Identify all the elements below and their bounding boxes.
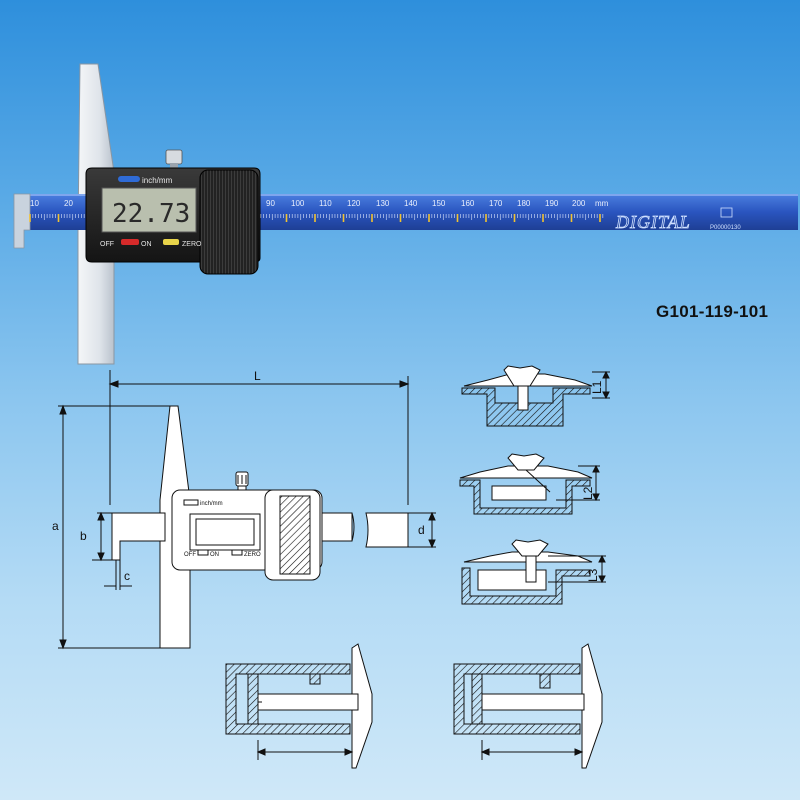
measure-label-l3: L3: [586, 568, 600, 582]
knurled-grip: [199, 169, 259, 275]
dimension-drawing: [58, 370, 436, 650]
scale-label: 150: [432, 199, 446, 208]
measure-example-l1: [461, 365, 610, 427]
zero-label: ZERO: [182, 241, 202, 248]
scale-label: 180: [517, 199, 531, 208]
scale-label: 110: [319, 199, 332, 208]
scale-label: 100: [291, 199, 305, 208]
scale-label: 160: [461, 199, 475, 208]
bore-depth-example-left: [225, 643, 373, 769]
lcd-reading: 22.73: [112, 199, 190, 229]
certification-mark: [720, 207, 733, 218]
dimension-label-d: d: [418, 523, 425, 537]
zero-button: [163, 239, 179, 245]
scale-label: 130: [376, 199, 390, 208]
measure-example-l2: [459, 453, 600, 515]
scale-label: 120: [347, 199, 361, 208]
drawing-zero-label: ZERO: [244, 552, 261, 558]
lcd-display: [101, 187, 197, 233]
dimension-label-b: b: [80, 529, 87, 543]
scale-label: 170: [489, 199, 503, 208]
scale-label: 190: [545, 199, 559, 208]
dimension-label-L: L: [254, 369, 261, 383]
scale-label: 20: [64, 199, 73, 208]
drawing-on-label: ON: [210, 552, 219, 558]
scale-label: 140: [404, 199, 418, 208]
model-code: G101-119-101: [656, 302, 769, 321]
serial-number: P00000130: [710, 225, 741, 231]
scale-label: 10: [30, 199, 39, 208]
scale-label: 90: [266, 199, 275, 208]
scale-label: 200: [572, 199, 586, 208]
off-on-button: [121, 239, 139, 245]
on-label: ON: [141, 241, 152, 248]
scale-unit: mm: [595, 199, 609, 208]
depth-gauge-photo: 10 20 90 100 110 120 130 140 150 160 170…: [13, 63, 798, 365]
bore-depth-example-right: [453, 643, 603, 769]
dimension-label-a: a: [52, 519, 59, 533]
measure-label-l2: L2: [581, 486, 595, 500]
drawing-labels: L a b c d inch/mm OFF ON ZERO: [52, 369, 425, 583]
thumb-knob: [165, 149, 183, 165]
unit-label: inch/mm: [142, 176, 173, 185]
drawing-off-label: OFF: [184, 552, 196, 558]
dimension-label-c: c: [124, 569, 130, 583]
measure-label-l1: L1: [590, 380, 604, 394]
unit-button: [118, 176, 140, 182]
drawing-unit-label: inch/mm: [200, 501, 223, 507]
off-label: OFF: [100, 241, 114, 248]
measure-example-l3: [461, 539, 606, 605]
brand-text: DIGITAL: [615, 212, 691, 232]
